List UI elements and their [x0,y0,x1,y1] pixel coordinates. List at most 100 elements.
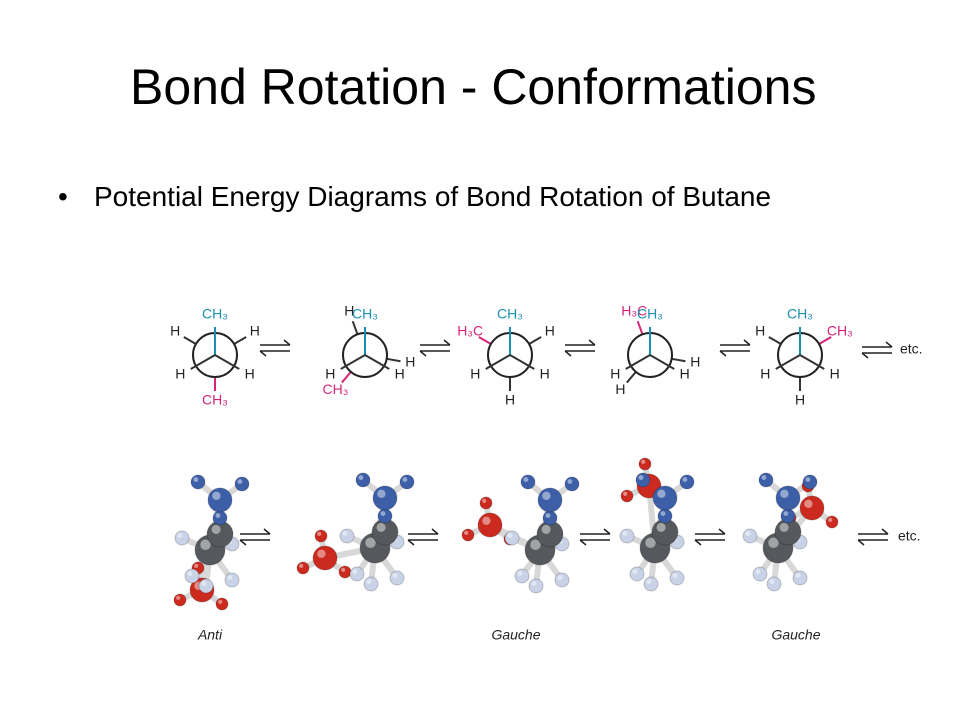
forward-arrow-head [743,339,751,346]
hydrogen-label: H [690,354,700,370]
ball-highlight [745,531,751,536]
front-bond [340,354,366,370]
methyl-hydrogen-ball [758,472,774,488]
ball-highlight [482,498,487,503]
methyl-carbon-ball [775,485,801,511]
hydrogen-ball [184,568,200,584]
front-bond [649,354,675,370]
ball-highlight [317,549,326,558]
ball-highlight [828,517,833,523]
methyl-hydrogen-ball [635,472,651,488]
ball-highlight [531,581,537,586]
ball-highlight [657,489,666,498]
front-bond [364,354,390,370]
ball-highlight [517,571,523,576]
methyl-hydrogen-ball [355,472,371,488]
hydrogen-ball [363,576,379,592]
back-bond [626,371,637,384]
hydrogen-label: H [250,323,260,339]
methyl-hydrogen-ball [212,510,228,526]
model-gauche-2 [742,472,839,592]
front-bond [485,354,511,370]
methyl-hydrogen-ball [338,565,352,579]
ball-highlight [365,537,376,548]
hydrogen-label: H [755,323,765,339]
slide-title: Bond Rotation - Conformations [130,59,817,115]
methyl-carbon-ball [799,495,825,521]
equilibrium-arrows [419,339,451,357]
hydrogen-label: H [325,366,335,382]
hydrogen-label: CH₃ [787,306,813,322]
hydrogen-ball [643,576,659,592]
forward-arrow-head [885,341,893,348]
ball-highlight [176,595,181,601]
hydrogen-ball [349,566,365,582]
methyl-label: H₃C [457,323,483,339]
ball-highlight [194,563,199,569]
hydrogen-label: H [175,366,185,382]
ball-highlight [656,522,666,532]
ball-highlight [783,511,789,516]
methyl-carbon-ball [312,545,338,571]
methyl-hydrogen-ball [780,508,796,524]
ball-highlight [755,569,761,574]
model-gauche-1 [461,474,580,594]
model-anti [173,474,250,611]
hydrogen-label: H [610,366,620,382]
methyl-hydrogen-ball [620,489,634,503]
reverse-arrow-head [719,350,727,357]
methyl-hydrogen-ball [638,457,652,471]
hydrogen-ball [174,530,190,546]
bullet-item: • Potential Energy Diagrams of Bond Rota… [58,180,918,214]
methyl-hydrogen-ball [461,528,475,542]
front-bond [509,354,535,370]
ball-highlight [317,531,322,537]
back-bond [478,336,492,345]
ball-highlight [645,537,656,548]
ball-highlight [177,533,183,538]
ball-highlight [542,491,551,500]
back-bond [528,336,542,345]
back-bond [386,357,401,363]
methyl-carbon-ball [537,487,563,513]
methyl-carbon-ball [652,485,678,511]
hydrogen-label: H [830,366,840,382]
forward-arrow-head [443,339,451,346]
ball-highlight [402,477,408,482]
ball-highlight [769,579,775,584]
hydrogen-ball [504,530,520,546]
ball-highlight [352,569,358,574]
equilibrium-arrows [861,341,893,359]
reverse-arrow-head [564,350,572,357]
ball-highlight [780,489,789,498]
ball-highlight [779,522,789,532]
methyl-hydrogen-ball [234,476,250,492]
equilibrium-arrows [579,528,611,546]
methyl-hydrogen-ball [542,510,558,526]
ball-highlight [342,531,348,536]
hydrogen-label: H [615,381,625,397]
methyl-hydrogen-ball [479,496,493,510]
reverse-arrow-head [857,539,865,546]
ball-highlight [682,477,688,482]
methyl-hydrogen-ball [802,474,818,490]
hydrogen-label: H [505,392,515,408]
equilibrium-arrows [407,528,439,546]
ball-highlight [299,563,304,569]
hydrogen-ball [389,570,405,586]
ball-highlight [227,575,233,580]
hydrogen-label: CH₃ [637,306,663,322]
ball-highlight [358,475,364,480]
back-bond [233,336,247,345]
front-bond [625,354,651,370]
hydrogen-label: H [170,323,180,339]
ball-highlight [392,573,398,578]
conformation-label-gauche: Gauche [491,627,540,643]
back-bond [183,336,197,345]
hydrogen-ball [792,570,808,586]
